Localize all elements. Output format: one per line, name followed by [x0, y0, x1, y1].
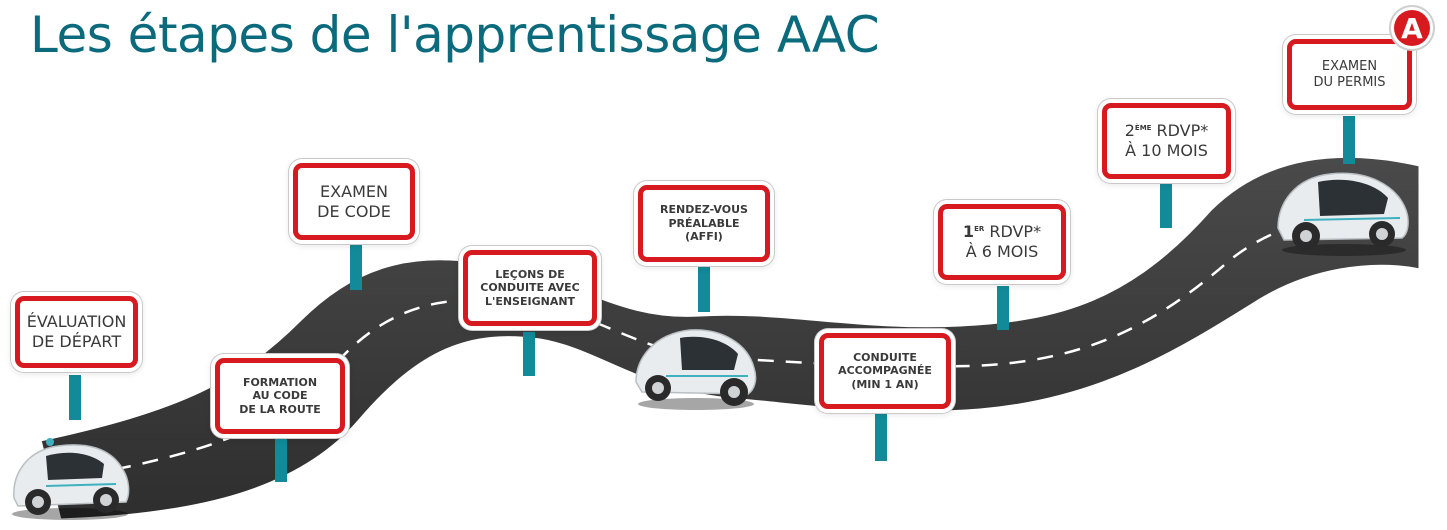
sign-post: [1343, 116, 1355, 164]
car-icon: [12, 438, 130, 520]
car-icon: [1277, 172, 1409, 256]
step-sign-conduite-accompagnee: CONDUITE ACCOMPAGNÉE (MIN 1 AN): [819, 333, 951, 409]
step-sign-rendez-vous-prealable: RENDEZ-VOUS PRÉALABLE (AFFI): [638, 185, 770, 262]
step-sign-2eme-rdvp: 2ÈME RDVP* À 10 MOIS: [1102, 103, 1231, 179]
step-sign-examen-permis: EXAMEN DU PERMIS: [1287, 39, 1412, 110]
page-title: Les étapes de l'apprentissage AAC: [30, 6, 880, 64]
sign-post: [997, 286, 1009, 330]
sign-post: [1160, 182, 1172, 228]
car-icon: [635, 329, 757, 410]
sign-post: [350, 242, 362, 290]
sign-post: [875, 413, 887, 461]
step-sign-lecons-conduite: LEÇONS DE CONDUITE AVEC L'ENSEIGNANT: [463, 250, 597, 326]
svg-text:A: A: [1401, 12, 1423, 45]
apprenti-a-logo: A: [1389, 5, 1435, 51]
step-sign-1er-rdvp: 1ER RDVP* À 6 MOIS: [938, 204, 1066, 280]
step-sign-formation-code: FORMATION AU CODE DE LA ROUTE: [215, 358, 345, 434]
sign-post: [523, 332, 535, 376]
sign-post: [69, 375, 81, 420]
sign-post: [698, 266, 710, 312]
step-sign-evaluation-depart: ÉVALUATION DE DÉPART: [15, 296, 138, 368]
sign-post: [275, 436, 287, 482]
step-sign-examen-code: EXAMEN DE CODE: [293, 163, 415, 240]
